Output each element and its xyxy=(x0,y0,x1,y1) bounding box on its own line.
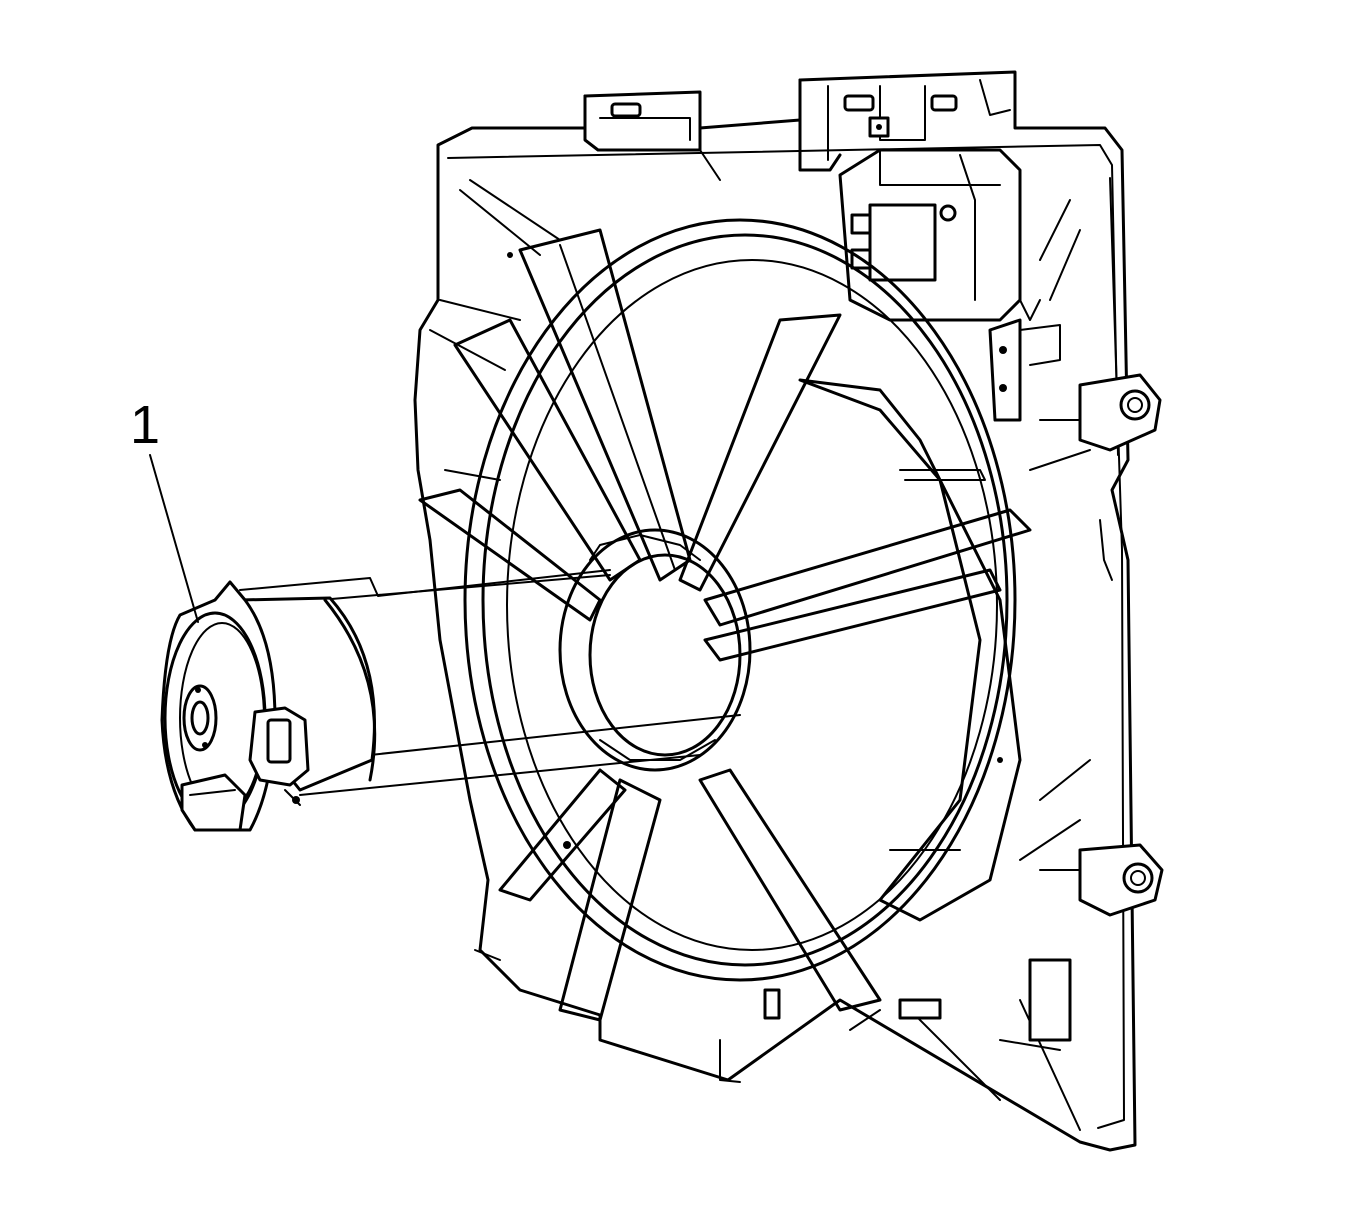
shroud-struts xyxy=(418,228,1032,1022)
fan-shroud-ring xyxy=(463,218,1017,982)
shroud-frame xyxy=(413,70,1137,1152)
callout-1-leader xyxy=(149,454,199,623)
mounting-ears xyxy=(988,318,1164,917)
electrical-connector-housing xyxy=(838,148,1041,322)
fan-motor xyxy=(160,569,741,832)
shroud-center-hub xyxy=(558,528,752,772)
callout-1-label: 1 xyxy=(130,395,161,455)
shroud-details xyxy=(474,252,1072,1083)
top-mount-tabs xyxy=(583,78,1011,181)
